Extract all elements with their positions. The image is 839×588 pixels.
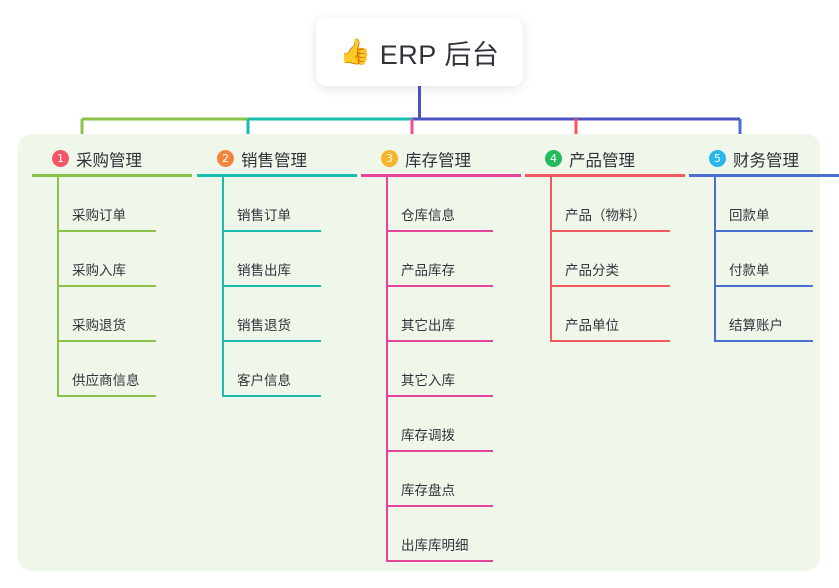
column-items: 采购订单采购入库采购退货供应商信息 bbox=[57, 177, 192, 397]
menu-item[interactable]: 其它出库 bbox=[388, 287, 493, 342]
column-header-5[interactable]: 5 财务管理 bbox=[689, 143, 839, 177]
menu-item[interactable]: 采购退货 bbox=[59, 287, 156, 342]
column-title: 产品管理 bbox=[569, 151, 635, 170]
menu-item[interactable]: 产品（物料） bbox=[552, 177, 670, 232]
menu-item[interactable]: 产品单位 bbox=[552, 287, 670, 342]
menu-item[interactable]: 出库库明细 bbox=[388, 507, 493, 562]
menu-item-label: 产品单位 bbox=[565, 318, 619, 334]
column-title: 财务管理 bbox=[733, 151, 799, 170]
menu-item[interactable]: 库存调拨 bbox=[388, 397, 493, 452]
menu-item-label: 销售订单 bbox=[237, 208, 291, 224]
menu-item[interactable]: 销售出库 bbox=[224, 232, 321, 287]
column-badge-3: 3 bbox=[381, 150, 398, 167]
column-header-1[interactable]: 1 采购管理 bbox=[32, 143, 192, 177]
menu-item[interactable]: 产品库存 bbox=[388, 232, 493, 287]
menu-item-label: 出库库明细 bbox=[401, 538, 469, 554]
column-items: 销售订单销售出库销售退货客户信息 bbox=[222, 177, 357, 397]
column-5: 5 财务管理回款单付款单结算账户 bbox=[689, 143, 839, 342]
menu-item-label: 产品库存 bbox=[401, 263, 455, 279]
column-title: 销售管理 bbox=[241, 151, 307, 170]
menu-item[interactable]: 结算账户 bbox=[716, 287, 813, 342]
menu-item[interactable]: 库存盘点 bbox=[388, 452, 493, 507]
menu-item-label: 其它出库 bbox=[401, 318, 455, 334]
column-badge-4: 4 bbox=[545, 150, 562, 167]
column-badge-5: 5 bbox=[709, 150, 726, 167]
menu-item[interactable]: 销售订单 bbox=[224, 177, 321, 232]
menu-item[interactable]: 采购订单 bbox=[59, 177, 156, 232]
menu-item-label: 结算账户 bbox=[729, 318, 783, 334]
menu-item-label: 产品分类 bbox=[565, 263, 619, 279]
column-badge-1: 1 bbox=[52, 150, 69, 167]
menu-item-label: 销售出库 bbox=[237, 263, 291, 279]
menu-item-label: 采购订单 bbox=[72, 208, 126, 224]
root-title: ERP 后台 bbox=[379, 39, 500, 70]
column-items: 产品（物料） 产品分类产品单位 bbox=[550, 177, 685, 342]
menu-item-label: 回款单 bbox=[729, 208, 770, 224]
menu-item-label: 销售退货 bbox=[237, 318, 291, 334]
column-header-3[interactable]: 3 库存管理 bbox=[361, 143, 521, 177]
menu-item-label: 库存调拨 bbox=[401, 428, 455, 444]
menu-item-label: 库存盘点 bbox=[401, 483, 455, 499]
menu-item[interactable]: 仓库信息 bbox=[388, 177, 493, 232]
menu-item[interactable]: 供应商信息 bbox=[59, 342, 156, 397]
column-title: 库存管理 bbox=[405, 151, 471, 170]
menu-item[interactable]: 客户信息 bbox=[224, 342, 321, 397]
column-items: 仓库信息产品库存其它出库其它入库库存调拨库存盘点出库库明细 bbox=[386, 177, 521, 562]
menu-item[interactable]: 销售退货 bbox=[224, 287, 321, 342]
menu-item-label: 其它入库 bbox=[401, 373, 455, 389]
menu-item[interactable]: 付款单 bbox=[716, 232, 813, 287]
column-items: 回款单付款单结算账户 bbox=[714, 177, 839, 342]
menu-item-label: 客户信息 bbox=[237, 373, 291, 389]
column-2: 2 销售管理销售订单销售出库销售退货客户信息 bbox=[197, 143, 357, 397]
column-1: 1 采购管理采购订单采购入库采购退货供应商信息 bbox=[32, 143, 192, 397]
menu-item[interactable]: 采购入库 bbox=[59, 232, 156, 287]
menu-item[interactable]: 其它入库 bbox=[388, 342, 493, 397]
menu-item[interactable]: 产品分类 bbox=[552, 232, 670, 287]
column-title: 采购管理 bbox=[76, 151, 142, 170]
menu-item-label: 仓库信息 bbox=[401, 208, 455, 224]
menu-item[interactable]: 回款单 bbox=[716, 177, 813, 232]
menu-item-label: 采购退货 bbox=[72, 318, 126, 334]
menu-item-label: 采购入库 bbox=[72, 263, 126, 279]
menu-item-label: 供应商信息 bbox=[72, 373, 140, 389]
column-4: 4 产品管理产品（物料） 产品分类产品单位 bbox=[525, 143, 685, 342]
column-badge-2: 2 bbox=[217, 150, 234, 167]
thumbs-up-icon: 👍 bbox=[339, 37, 371, 66]
diagram-panel bbox=[18, 134, 820, 571]
column-3: 3 库存管理仓库信息产品库存其它出库其它入库库存调拨库存盘点出库库明细 bbox=[361, 143, 521, 562]
menu-item-label: 产品（物料） bbox=[565, 208, 646, 224]
root-node[interactable]: 👍 ERP 后台 bbox=[316, 18, 523, 86]
column-header-4[interactable]: 4 产品管理 bbox=[525, 143, 685, 177]
column-header-2[interactable]: 2 销售管理 bbox=[197, 143, 357, 177]
menu-item-label: 付款单 bbox=[729, 263, 770, 279]
